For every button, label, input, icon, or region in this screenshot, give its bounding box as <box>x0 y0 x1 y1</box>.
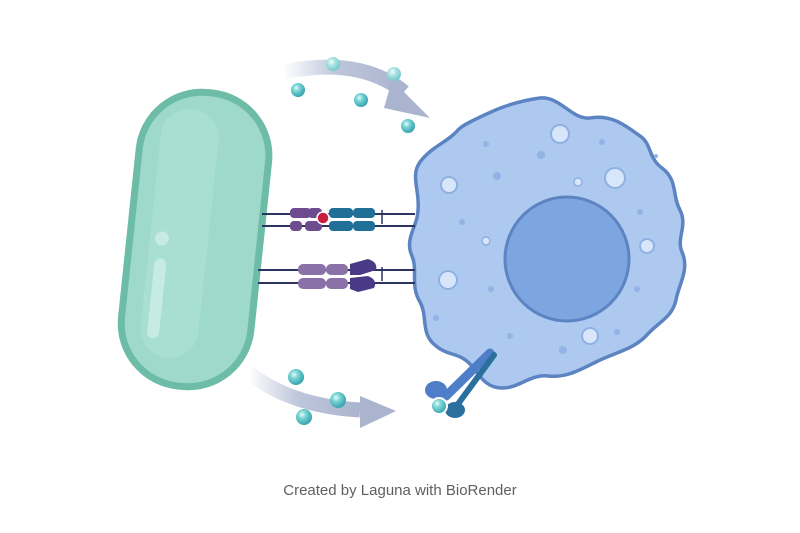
top-arrow-icon <box>283 67 430 118</box>
nucleus-icon <box>505 197 629 321</box>
molecule-particle-icon <box>288 57 415 425</box>
credit-text: Created by Laguna with BioRender <box>0 482 800 499</box>
bottom-arrow-icon <box>248 372 396 428</box>
bacterium-icon <box>115 86 275 393</box>
receptor-ligand-pair-icon <box>262 208 415 231</box>
receptor-ligand-pair-icon <box>258 259 415 292</box>
membrane-receptor-icon <box>425 353 494 418</box>
